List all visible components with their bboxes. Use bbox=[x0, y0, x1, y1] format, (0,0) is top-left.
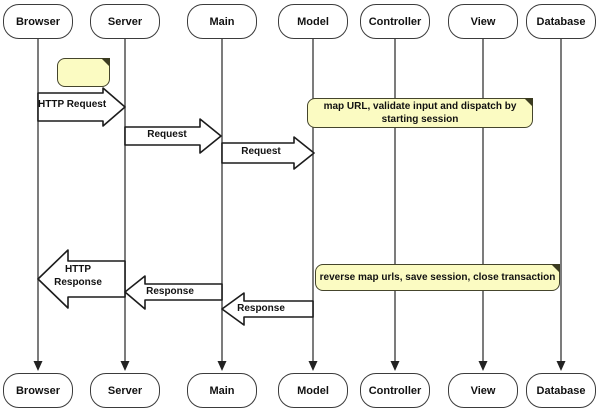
actor-top-main: Main bbox=[187, 4, 257, 39]
note-dispatch-text: map URL, validate input and dispatch by … bbox=[323, 101, 517, 125]
label-http-response: HTTP Response bbox=[54, 264, 102, 288]
lifelines bbox=[37, 39, 562, 361]
arrowhead-server bbox=[120, 361, 130, 371]
actor-bottom-database: Database bbox=[526, 373, 596, 408]
actor-bottom-view: View bbox=[448, 373, 518, 408]
arrow-http-response bbox=[37, 249, 126, 309]
message-arrows bbox=[37, 87, 315, 326]
actor-bottom-main: Main bbox=[187, 373, 257, 408]
arrow-request-server-main bbox=[124, 118, 222, 154]
note-reverse-map-text: reverse map urls, save session, close tr… bbox=[319, 272, 556, 283]
actor-top-model: Model bbox=[278, 4, 348, 39]
arrow-response-model-main bbox=[221, 292, 314, 326]
note-fold-icon bbox=[551, 264, 560, 273]
arrowhead-view bbox=[478, 361, 488, 371]
actor-top-server: Server bbox=[90, 4, 160, 39]
note-empty bbox=[57, 58, 110, 87]
arrowhead-model bbox=[308, 361, 318, 371]
actor-bottom-server: Server bbox=[90, 373, 160, 408]
note-empty-text bbox=[58, 59, 109, 86]
arrow-response-main-server bbox=[124, 275, 223, 310]
note-reverse-map: reverse map urls, save session, close tr… bbox=[315, 264, 560, 291]
actor-top-view: View bbox=[448, 4, 518, 39]
label-response-main-server: Response bbox=[146, 286, 194, 297]
label-http-request: HTTP Request bbox=[38, 99, 107, 110]
note-fold-icon bbox=[524, 98, 533, 107]
lifeline-arrowheads bbox=[33, 361, 566, 371]
actor-bottom-model: Model bbox=[278, 373, 348, 408]
actor-bottom-controller: Controller bbox=[360, 373, 430, 408]
note-dispatch: map URL, validate input and dispatch by … bbox=[307, 98, 533, 128]
actor-top-controller: Controller bbox=[360, 4, 430, 39]
arrowhead-database bbox=[556, 361, 566, 371]
arrowhead-controller bbox=[390, 361, 400, 371]
actor-bottom-browser: Browser bbox=[3, 373, 73, 408]
arrowhead-main bbox=[217, 361, 227, 371]
label-request-server-main: Request bbox=[147, 129, 187, 140]
label-response-model-main: Response bbox=[237, 303, 285, 314]
actor-top-database: Database bbox=[526, 4, 596, 39]
arrow-http-request bbox=[37, 87, 126, 127]
arrowhead-browser bbox=[33, 361, 43, 371]
note-fold-icon bbox=[101, 58, 110, 67]
actor-top-browser: Browser bbox=[3, 4, 73, 39]
label-request-main-model: Request bbox=[241, 146, 281, 157]
arrow-request-main-model bbox=[221, 136, 315, 170]
